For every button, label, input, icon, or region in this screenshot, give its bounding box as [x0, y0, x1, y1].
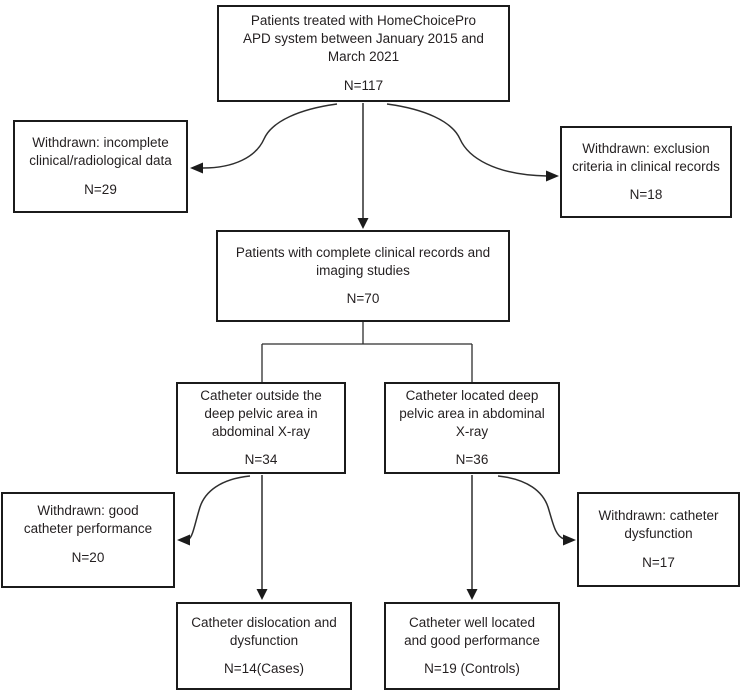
box-withdrawn-incomplete-data-count: N=29: [84, 181, 117, 197]
box-withdrawn-incomplete-data: Withdrawn: incomplete clinical/radiologi…: [13, 120, 188, 213]
box-withdrawn-good-performance-label: Withdrawn: good catheter performance: [23, 503, 153, 536]
box-controls: Catheter well located and good performan…: [384, 602, 560, 690]
box-complete-records: Patients with complete clinical records …: [216, 230, 510, 322]
arrow-branchright-to-withdrawn: [497, 475, 576, 546]
box-cases-count: N=14(Cases): [224, 661, 304, 677]
box-withdrawn-dysfunction-label: Withdrawn: catheter dysfunction: [598, 508, 719, 542]
box-patients-treated: Patients treated with HomeChoicePro APD …: [217, 5, 510, 102]
arrow-top-to-withdrawn-left: [190, 103, 338, 174]
box-withdrawn-good-performance-count: N=20: [71, 549, 105, 565]
box-catheter-outside-pelvic-count: N=34: [244, 452, 278, 468]
arrow-top-to-middle: [357, 103, 369, 229]
box-catheter-outside-pelvic: Catheter outside the deep pelvic area in…: [176, 382, 346, 474]
box-patients-treated-label: Patients treated with HomeChoicePro APD …: [243, 13, 484, 64]
box-patients-treated-count: N=117: [343, 77, 384, 93]
box-withdrawn-dysfunction: Withdrawn: catheter dysfunction N=17: [577, 492, 740, 587]
arrow-branchleft-to-withdrawn: [177, 475, 251, 546]
box-withdrawn-exclusion-criteria: Withdrawn: exclusion criteria in clinica…: [560, 126, 732, 218]
box-catheter-outside-pelvic-label: Catheter outside the deep pelvic area in…: [200, 387, 322, 439]
box-withdrawn-incomplete-data-label: Withdrawn: incomplete clinical/radiologi…: [29, 135, 172, 169]
box-catheter-deep-pelvic-label: Catheter located deep pelvic area in abd…: [399, 387, 545, 439]
box-controls-count: N=19 (Controls): [424, 661, 520, 677]
arrow-top-to-withdrawn-right: [386, 103, 559, 182]
connector-middle-to-branches: [261, 322, 473, 382]
box-cases-label: Catheter dislocation and dysfunction: [191, 614, 337, 648]
arrow-branchright-to-controls: [466, 475, 478, 600]
box-cases: Catheter dislocation and dysfunction N=1…: [176, 602, 352, 690]
box-withdrawn-good-performance: Withdrawn: good catheter performance N=2…: [1, 492, 175, 588]
box-catheter-deep-pelvic: Catheter located deep pelvic area in abd…: [384, 382, 560, 474]
box-controls-label: Catheter well located and good performan…: [404, 614, 540, 648]
box-complete-records-count: N=70: [346, 291, 380, 307]
box-withdrawn-exclusion-criteria-count: N=18: [629, 187, 663, 203]
box-withdrawn-dysfunction-count: N=17: [642, 554, 675, 570]
box-withdrawn-exclusion-criteria-label: Withdrawn: exclusion criteria in clinica…: [572, 140, 720, 174]
arrow-branchleft-to-cases: [256, 475, 268, 600]
box-catheter-deep-pelvic-count: N=36: [455, 452, 489, 468]
box-complete-records-label: Patients with complete clinical records …: [235, 244, 491, 278]
